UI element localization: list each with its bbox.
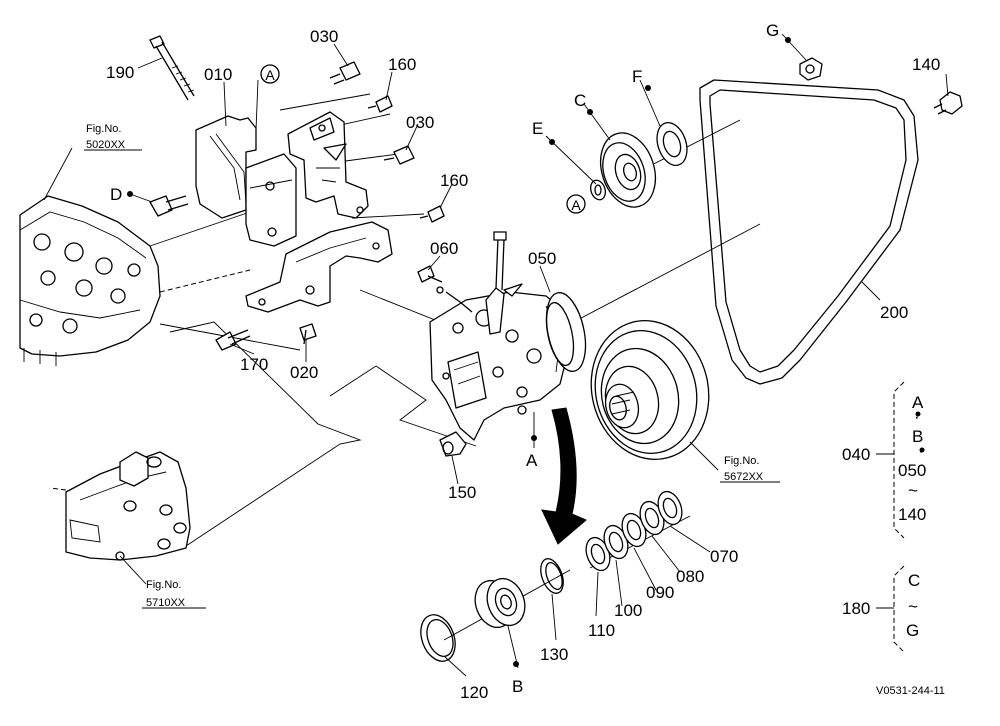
svg-text:Fig.No.: Fig.No. bbox=[86, 123, 121, 135]
part-label-110: 110 bbox=[588, 621, 615, 640]
v-belt-200 bbox=[699, 79, 919, 385]
bearing-B bbox=[474, 577, 526, 629]
part-label-030: 030 bbox=[406, 113, 434, 132]
long-bolt-190 bbox=[149, 35, 195, 101]
part-label-150: 150 bbox=[448, 483, 476, 502]
part-label-060: 060 bbox=[430, 239, 458, 258]
svg-text:~: ~ bbox=[908, 597, 918, 616]
bolt-020 bbox=[299, 323, 317, 345]
part-label-070: 070 bbox=[710, 547, 738, 566]
pulley-large bbox=[590, 319, 710, 461]
svg-text:050: 050 bbox=[898, 461, 926, 480]
nut-G bbox=[799, 57, 823, 81]
part-label-020: 020 bbox=[290, 363, 318, 382]
bolt-170 bbox=[215, 329, 251, 351]
letter-label-g: G bbox=[766, 21, 779, 40]
fig-callout-5710xx: Fig.No. 5710XX bbox=[142, 579, 206, 609]
svg-text:5020XX: 5020XX bbox=[86, 139, 126, 151]
svg-text:Fig.No.: Fig.No. bbox=[146, 579, 181, 591]
circled-a-marker: A bbox=[260, 64, 280, 84]
letter-label-f: F bbox=[632, 67, 642, 86]
bolt-030-mid bbox=[383, 145, 415, 165]
lower-housing bbox=[49, 451, 191, 561]
part-label-100: 100 bbox=[614, 601, 642, 620]
bracket-lower-plate bbox=[245, 221, 393, 313]
circled-a-letter: A bbox=[265, 67, 275, 83]
bolt-140 bbox=[933, 91, 963, 115]
svg-text:140: 140 bbox=[898, 505, 926, 524]
cylinder-head bbox=[19, 195, 251, 366]
ac-compressor bbox=[429, 231, 569, 441]
svg-text:·: · bbox=[914, 407, 920, 426]
part-label-140: 140 bbox=[912, 55, 940, 74]
svg-text:Fig.No.: Fig.No. bbox=[724, 455, 759, 467]
fig-callout-5672xx: Fig.No. 5672XX bbox=[720, 455, 780, 483]
part-label-050: 050 bbox=[528, 249, 556, 268]
part-label-160: 160 bbox=[440, 171, 468, 190]
bolt-030-top bbox=[329, 61, 361, 85]
circled-a-marker: A bbox=[566, 194, 586, 214]
part-label-030: 030 bbox=[310, 27, 338, 46]
snap-ring-130 bbox=[540, 558, 564, 594]
svg-text:·: · bbox=[918, 441, 924, 460]
fitting-150 bbox=[439, 431, 467, 457]
part-label-080: 080 bbox=[676, 567, 704, 586]
diagram-reference-code: V0531-244-11 bbox=[876, 685, 945, 697]
part-label-010: 010 bbox=[204, 65, 232, 84]
letter-label-d: D bbox=[110, 185, 122, 204]
letter-label-a: A bbox=[526, 451, 538, 470]
part-label-160: 160 bbox=[388, 55, 416, 74]
svg-text:5672XX: 5672XX bbox=[724, 471, 764, 483]
bracket-020 bbox=[287, 111, 369, 219]
letter-label-c: C bbox=[574, 91, 586, 110]
clutch-plate-050 bbox=[545, 292, 587, 372]
spacer-F bbox=[656, 121, 688, 167]
svg-text:C: C bbox=[908, 571, 920, 590]
letter-label-e: E bbox=[532, 119, 543, 138]
fig-callout-5020xx: Fig.No. 5020XX bbox=[84, 123, 142, 151]
bolt-160-top bbox=[367, 95, 393, 113]
part-label-200: 200 bbox=[880, 303, 908, 322]
letter-label-b: B bbox=[512, 677, 523, 696]
svg-text:G: G bbox=[906, 621, 919, 640]
bracket-010 bbox=[195, 115, 297, 247]
bolt-060 bbox=[417, 265, 443, 283]
leader-lines bbox=[43, 33, 949, 677]
part-label-180: 180 bbox=[842, 599, 870, 618]
bolt-160-mid bbox=[419, 205, 445, 223]
washer-E bbox=[590, 179, 606, 201]
part-label-090: 090 bbox=[646, 583, 674, 602]
svg-text:~: ~ bbox=[908, 481, 918, 500]
part-label-170: 170 bbox=[240, 355, 268, 374]
black-arrow bbox=[541, 407, 587, 545]
group-bracket-180: C ~ G bbox=[876, 565, 920, 653]
part-label-130: 130 bbox=[540, 645, 568, 664]
shims-070-110 bbox=[585, 490, 683, 572]
circled-a-letter: A bbox=[571, 197, 581, 213]
group-bracket-040: A · B · 050 ~ 140 bbox=[876, 381, 926, 539]
svg-text:5710XX: 5710XX bbox=[146, 597, 186, 609]
snap-ring-120 bbox=[420, 614, 456, 662]
part-label-120: 120 bbox=[460, 683, 488, 702]
idler-pulley-C bbox=[599, 132, 657, 208]
part-label-190: 190 bbox=[106, 63, 134, 82]
part-label-040: 040 bbox=[842, 445, 870, 464]
svg-text:A: A bbox=[912, 393, 924, 412]
svg-text:B: B bbox=[912, 427, 923, 446]
bullet-dots bbox=[127, 37, 925, 667]
bolt-D bbox=[149, 195, 189, 217]
